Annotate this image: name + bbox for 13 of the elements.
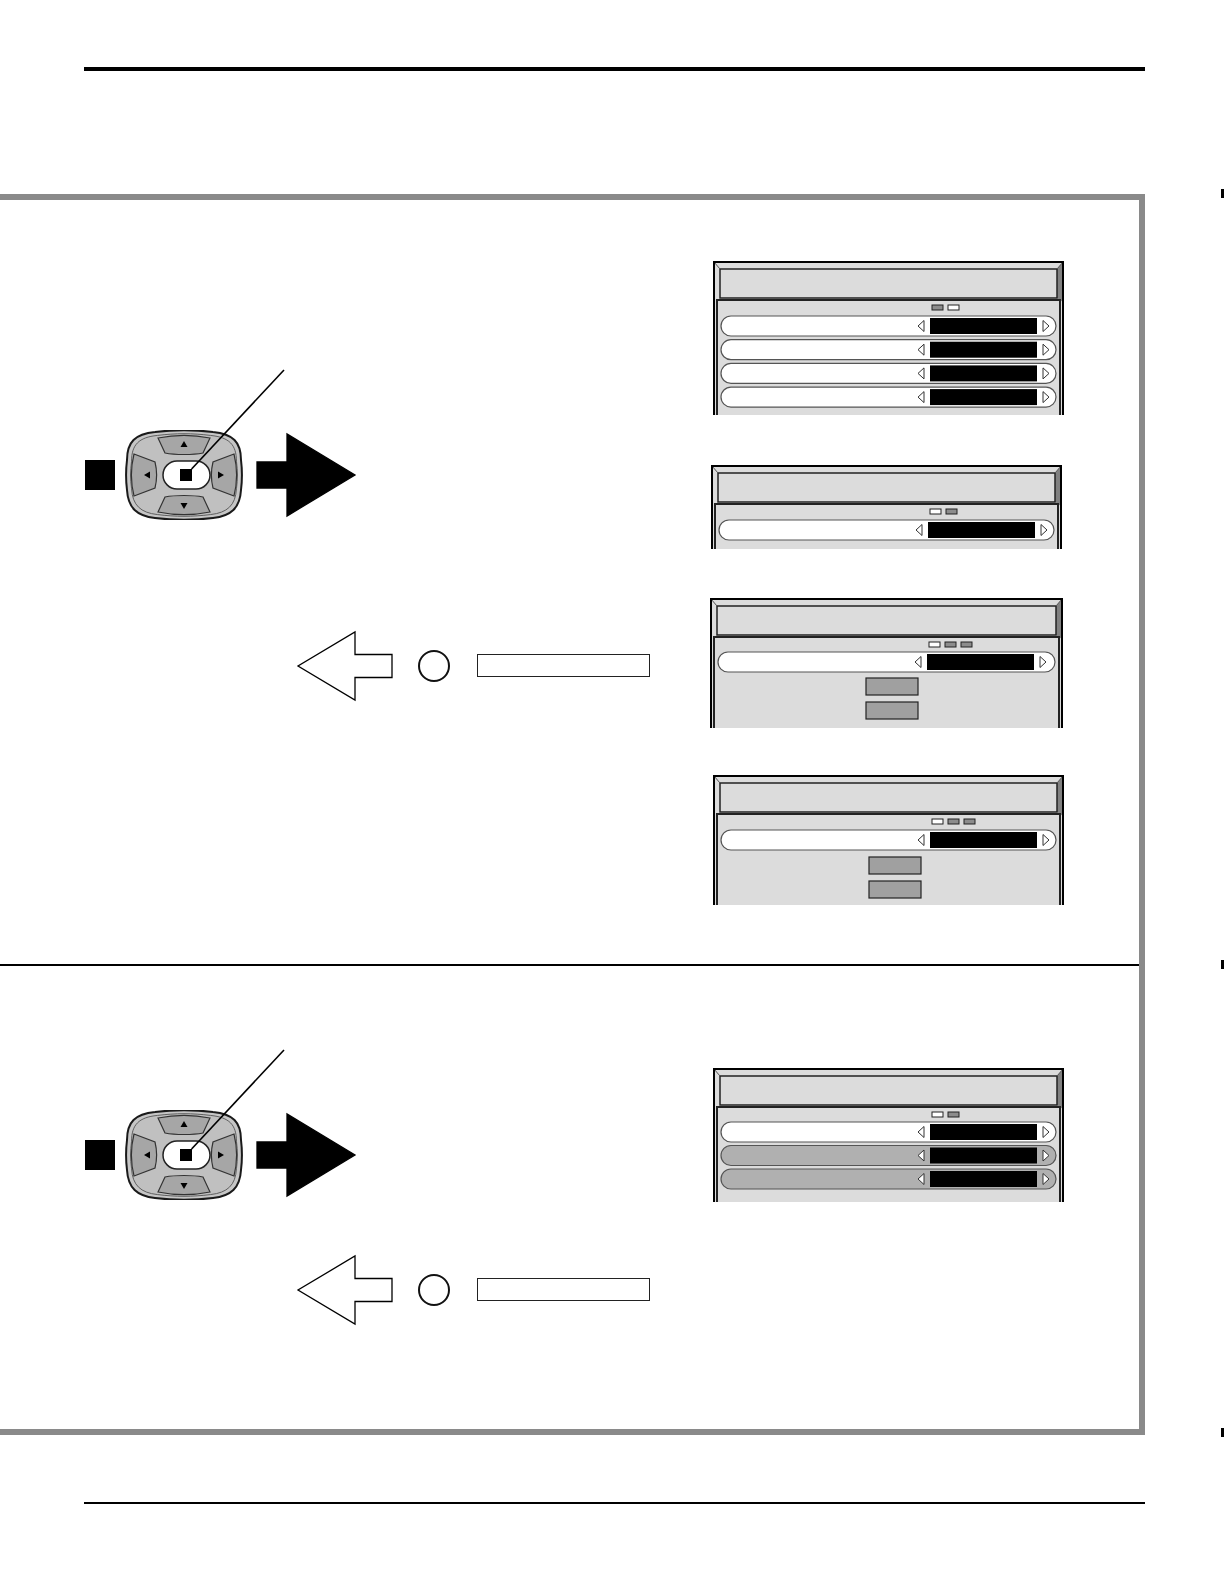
block-arrow bbox=[296, 1254, 393, 1326]
center-key-marker bbox=[180, 1149, 192, 1161]
blank-rectangle bbox=[477, 1278, 650, 1301]
circle-symbol bbox=[418, 650, 450, 682]
block-arrow bbox=[296, 630, 393, 702]
block-arrow bbox=[256, 1112, 357, 1198]
circle-symbol bbox=[418, 1274, 450, 1306]
block-arrow bbox=[256, 432, 357, 518]
center-key-marker bbox=[180, 469, 192, 481]
step-marker bbox=[85, 460, 115, 490]
panel-frame bbox=[0, 194, 1145, 1435]
step-marker bbox=[85, 1140, 115, 1170]
blank-rectangle bbox=[477, 654, 650, 677]
